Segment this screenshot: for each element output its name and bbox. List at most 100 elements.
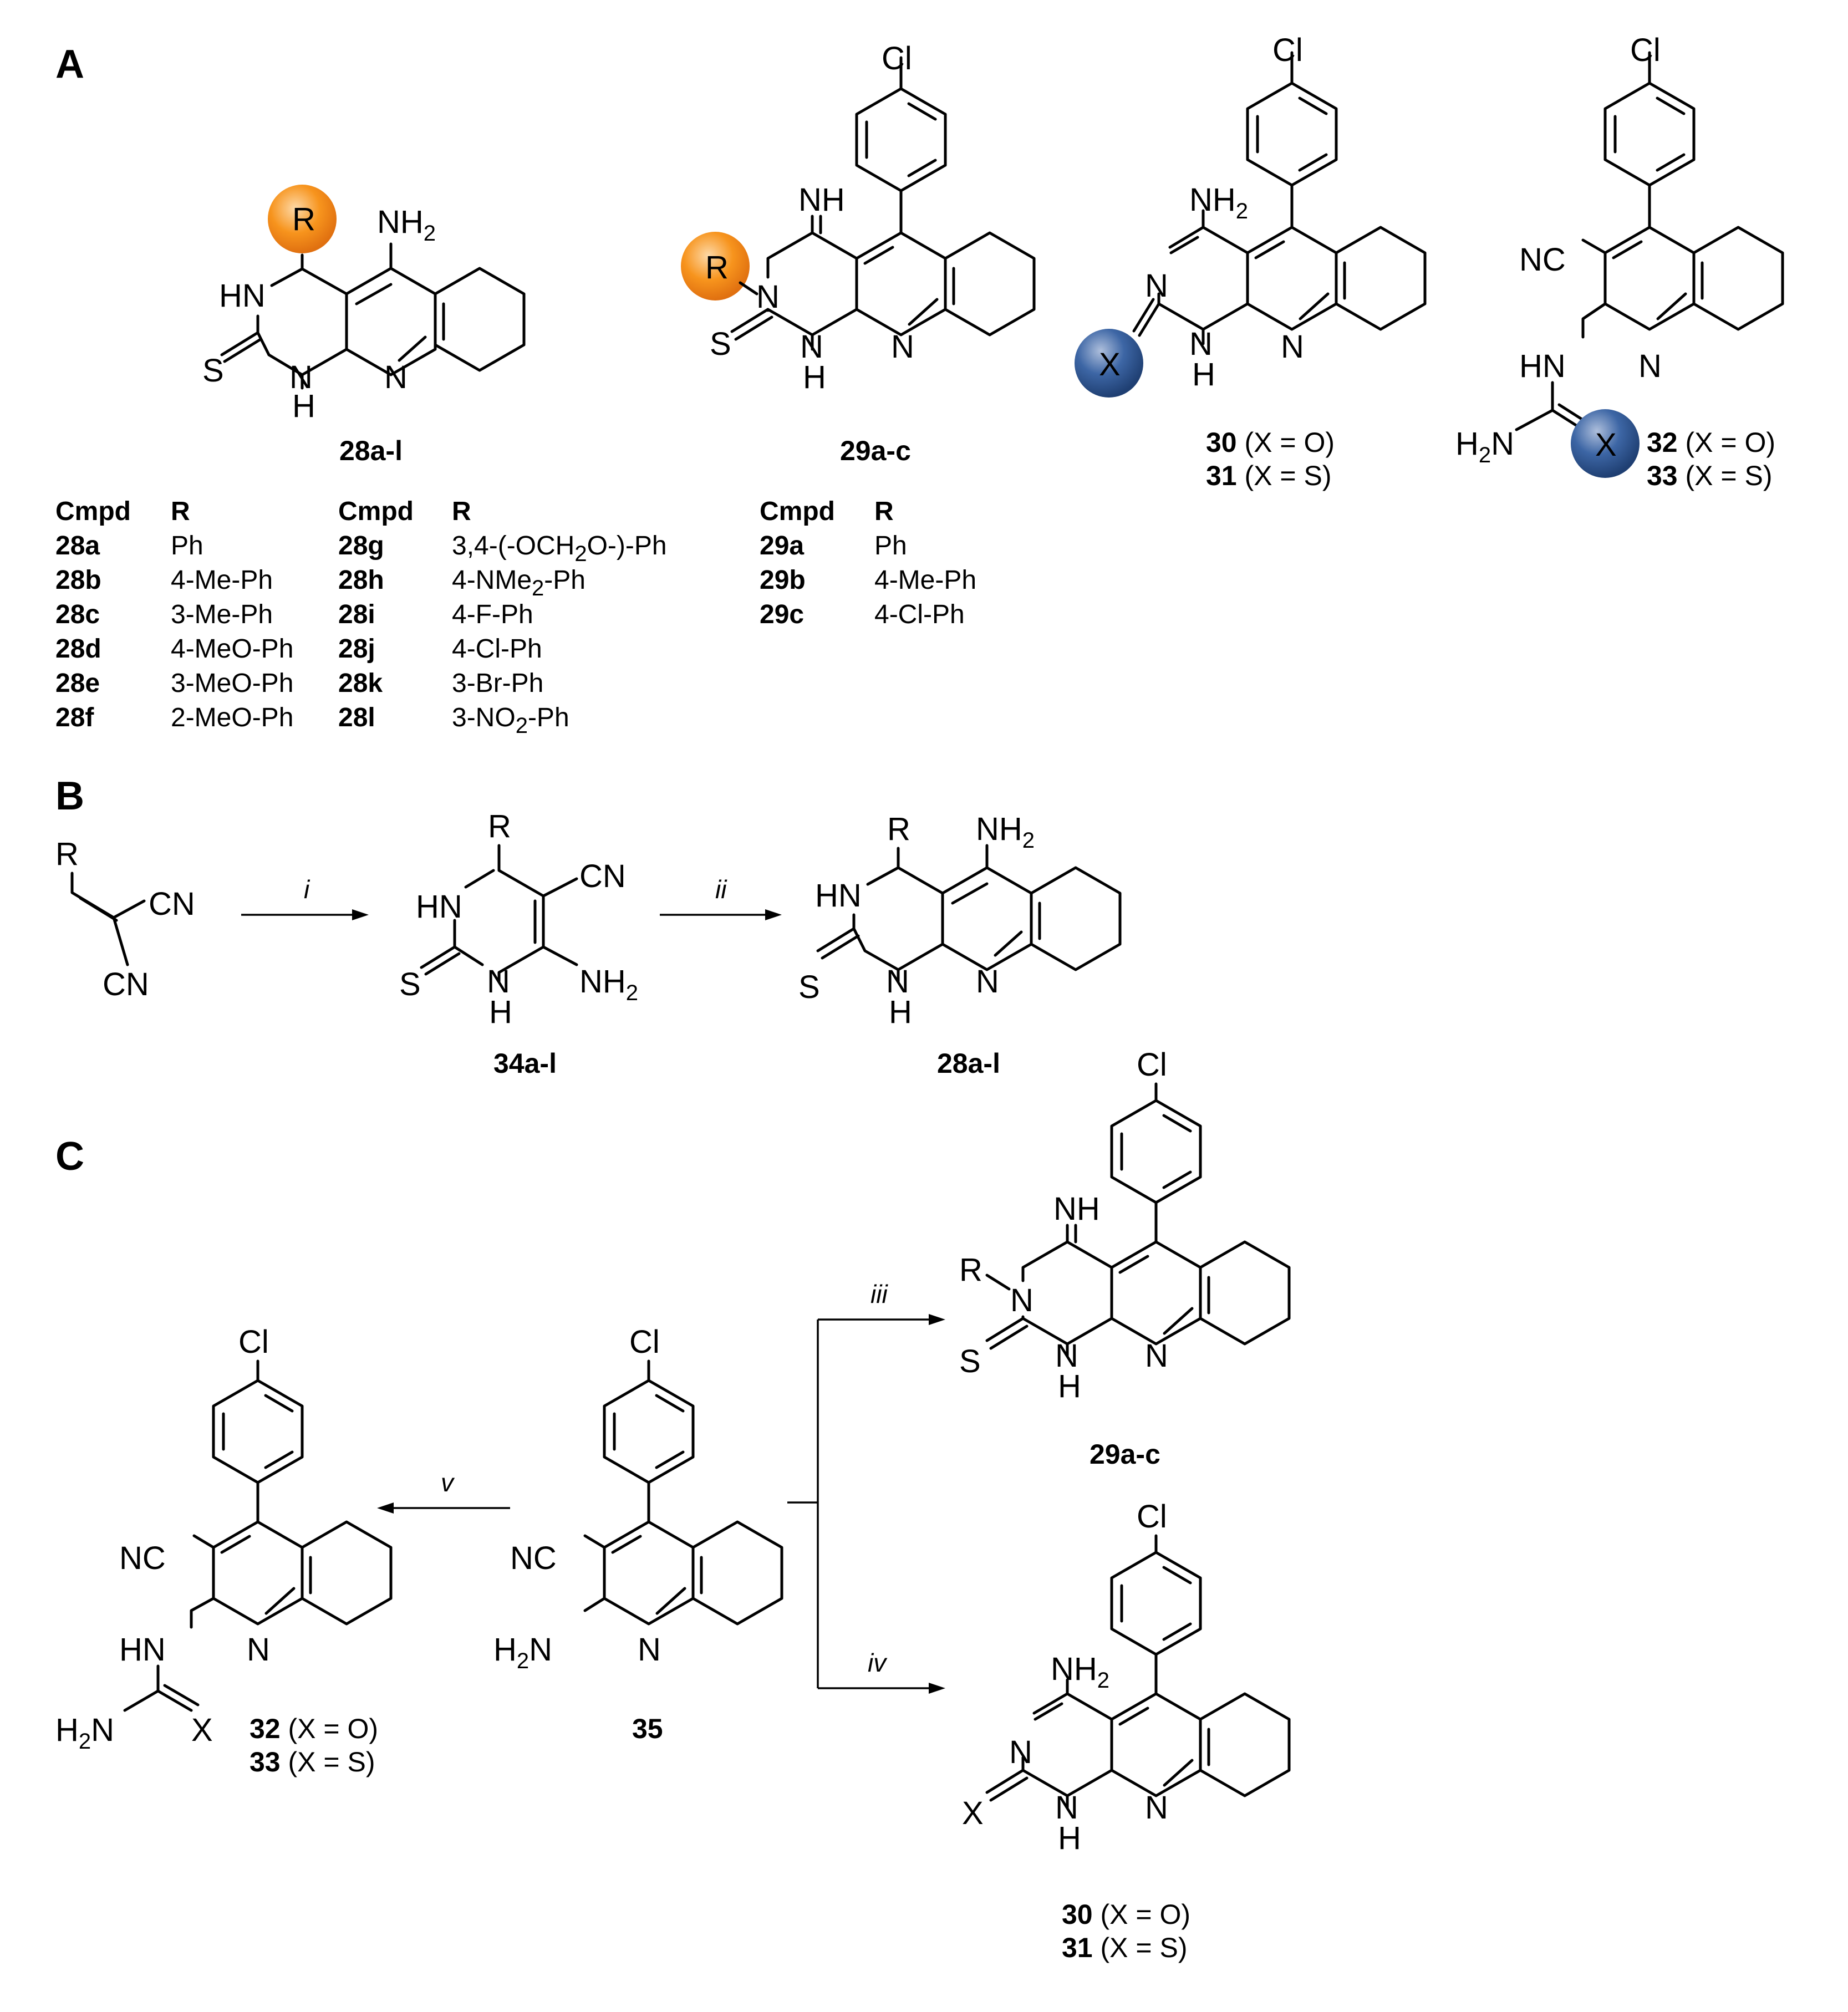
- label-31: 31 (X = S): [1206, 460, 1332, 491]
- atom-hn-32: HN: [1519, 348, 1566, 384]
- atom-x-30: X: [1099, 347, 1121, 383]
- reagent-i: i: [304, 875, 310, 904]
- label-35: 35: [632, 1713, 663, 1744]
- atom-hn-28b: HN: [815, 878, 862, 914]
- r-group-highlight: [268, 185, 337, 253]
- table-cell-r: 4-Me-Ph: [171, 566, 273, 595]
- table-header-r: R: [874, 497, 894, 526]
- atom-h: H: [292, 388, 315, 424]
- table-cell-r: 4-Me-Ph: [874, 566, 976, 595]
- structure-29a-c: Cl R NH N S N H N: [681, 40, 1034, 395]
- atom-r: R: [292, 201, 315, 237]
- table-cell-r: 3-NO2-Ph: [452, 703, 569, 738]
- atom-nh-29c: NH: [1053, 1191, 1100, 1227]
- atom-n-34: N: [487, 964, 510, 1000]
- table-cell-cmpd: 28b: [55, 566, 101, 595]
- atom-hn: HN: [219, 278, 266, 314]
- panel-label-c: C: [55, 1134, 84, 1179]
- atom-h-29: H: [803, 359, 826, 395]
- atom-nh-30: N: [1189, 326, 1213, 362]
- table-cell-r: 4-Cl-Ph: [452, 634, 542, 664]
- label-32-c: 32 (X = O): [250, 1713, 378, 1744]
- atom-h-28b: H: [889, 994, 912, 1030]
- atom-h-30c: H: [1058, 1820, 1081, 1856]
- atom-hn-32c: HN: [119, 1632, 166, 1668]
- table-cell-cmpd: 28c: [55, 600, 100, 629]
- atom-s-29: S: [710, 326, 731, 362]
- atom-cl-35: Cl: [629, 1324, 660, 1360]
- reagent-ii: ii: [715, 875, 727, 904]
- table-cell-cmpd: 29c: [760, 600, 804, 629]
- structure-30-31-c: Cl NH2 N X N H N: [962, 1499, 1289, 1856]
- table-cell-cmpd: 28l: [338, 703, 375, 732]
- atom-n-28b: N: [886, 964, 909, 1000]
- label-34a-l: 34a-l: [493, 1048, 557, 1079]
- atom-nh: NH: [798, 182, 845, 218]
- atom-n-pyr-29c: N: [1145, 1338, 1168, 1374]
- table-cell-cmpd: 28j: [338, 634, 375, 664]
- table-cell-cmpd: 28g: [338, 531, 384, 561]
- atom-h2n-32c: H2N: [55, 1712, 114, 1754]
- panel-label-a: A: [55, 42, 84, 86]
- atom-cl-32c: Cl: [238, 1324, 269, 1360]
- label-30: 30 (X = O): [1206, 427, 1335, 458]
- r-group-highlight-29: [681, 232, 750, 300]
- atom-s-34: S: [399, 966, 421, 1002]
- atom-n-pyridine: N: [384, 359, 408, 395]
- atom-nh2-30c: NH2: [1051, 1651, 1109, 1693]
- label-32: 32 (X = O): [1647, 427, 1775, 458]
- atom-n-30c: N: [1009, 1734, 1032, 1770]
- atom-nh2-30: NH2: [1189, 182, 1248, 223]
- atom-cl: Cl: [882, 40, 912, 77]
- table-cell-cmpd: 28e: [55, 669, 100, 698]
- table-cell-cmpd: 29a: [760, 531, 804, 561]
- panel-label-b: B: [55, 774, 84, 818]
- atom-h2n-32: H2N: [1455, 426, 1514, 467]
- table-header-cmpd: Cmpd: [760, 497, 835, 526]
- atom-nh-29: N: [800, 329, 823, 365]
- label-33: 33 (X = S): [1647, 460, 1773, 491]
- label-28a-l-b: 28a-l: [937, 1048, 1000, 1079]
- atom-n-pyr-30c: N: [1145, 1790, 1168, 1826]
- atom-n-pyr-35: N: [638, 1632, 661, 1668]
- table-header-cmpd: Cmpd: [338, 497, 414, 526]
- label-29a-c-c: 29a-c: [1090, 1439, 1160, 1470]
- label-33-c: 33 (X = S): [250, 1746, 375, 1777]
- atom-cl-30c: Cl: [1137, 1499, 1167, 1535]
- atom-s-29c: S: [959, 1343, 981, 1379]
- label-31-c: 31 (X = S): [1062, 1932, 1188, 1963]
- atom-n-pyr-30: N: [1281, 329, 1304, 365]
- atom-n-29c: N: [1010, 1282, 1034, 1318]
- label-29a-c: 29a-c: [840, 435, 911, 466]
- reagent-iv: iv: [868, 1648, 888, 1677]
- atom-r-34: R: [488, 808, 511, 844]
- x-group-highlight-30: [1075, 329, 1143, 398]
- atom-r-29: R: [705, 249, 729, 286]
- atom-cn-b2: CN: [103, 966, 149, 1002]
- structure-32-33-c: Cl NC HN N H2N X: [55, 1324, 391, 1754]
- atom-nh-ring-30c: N: [1055, 1790, 1078, 1826]
- atom-s: S: [202, 353, 224, 389]
- atom-nh2-28b: NH2: [976, 811, 1035, 853]
- atom-n-pyr-32c: N: [247, 1632, 270, 1668]
- structure-30-31: Cl X NH2 N N H N: [1075, 32, 1425, 398]
- table-cell-r: 4-F-Ph: [452, 600, 533, 629]
- table-cell-r: Ph: [874, 531, 907, 561]
- table-cell-r: 3,4-(-OCH2O-)-Ph: [452, 531, 667, 566]
- table-cell-cmpd: 28k: [338, 669, 383, 698]
- atom-n-30: N: [1145, 268, 1168, 304]
- table-cell-r: 3-MeO-Ph: [171, 669, 293, 698]
- atom-nh2: NH2: [377, 204, 436, 246]
- atom-cl-32: Cl: [1630, 32, 1661, 68]
- atom-n: N: [289, 359, 313, 395]
- atom-nc-35: NC: [510, 1540, 557, 1576]
- atom-n-pyr-32: N: [1638, 348, 1662, 384]
- table-cell-r: 4-NMe2-Ph: [452, 566, 586, 600]
- atom-x-32: X: [1595, 427, 1617, 463]
- reagent-iii: iii: [870, 1280, 888, 1308]
- structure-29a-c-c: Cl NH R N S N H N: [959, 1047, 1289, 1404]
- atom-r-29c: R: [959, 1252, 982, 1288]
